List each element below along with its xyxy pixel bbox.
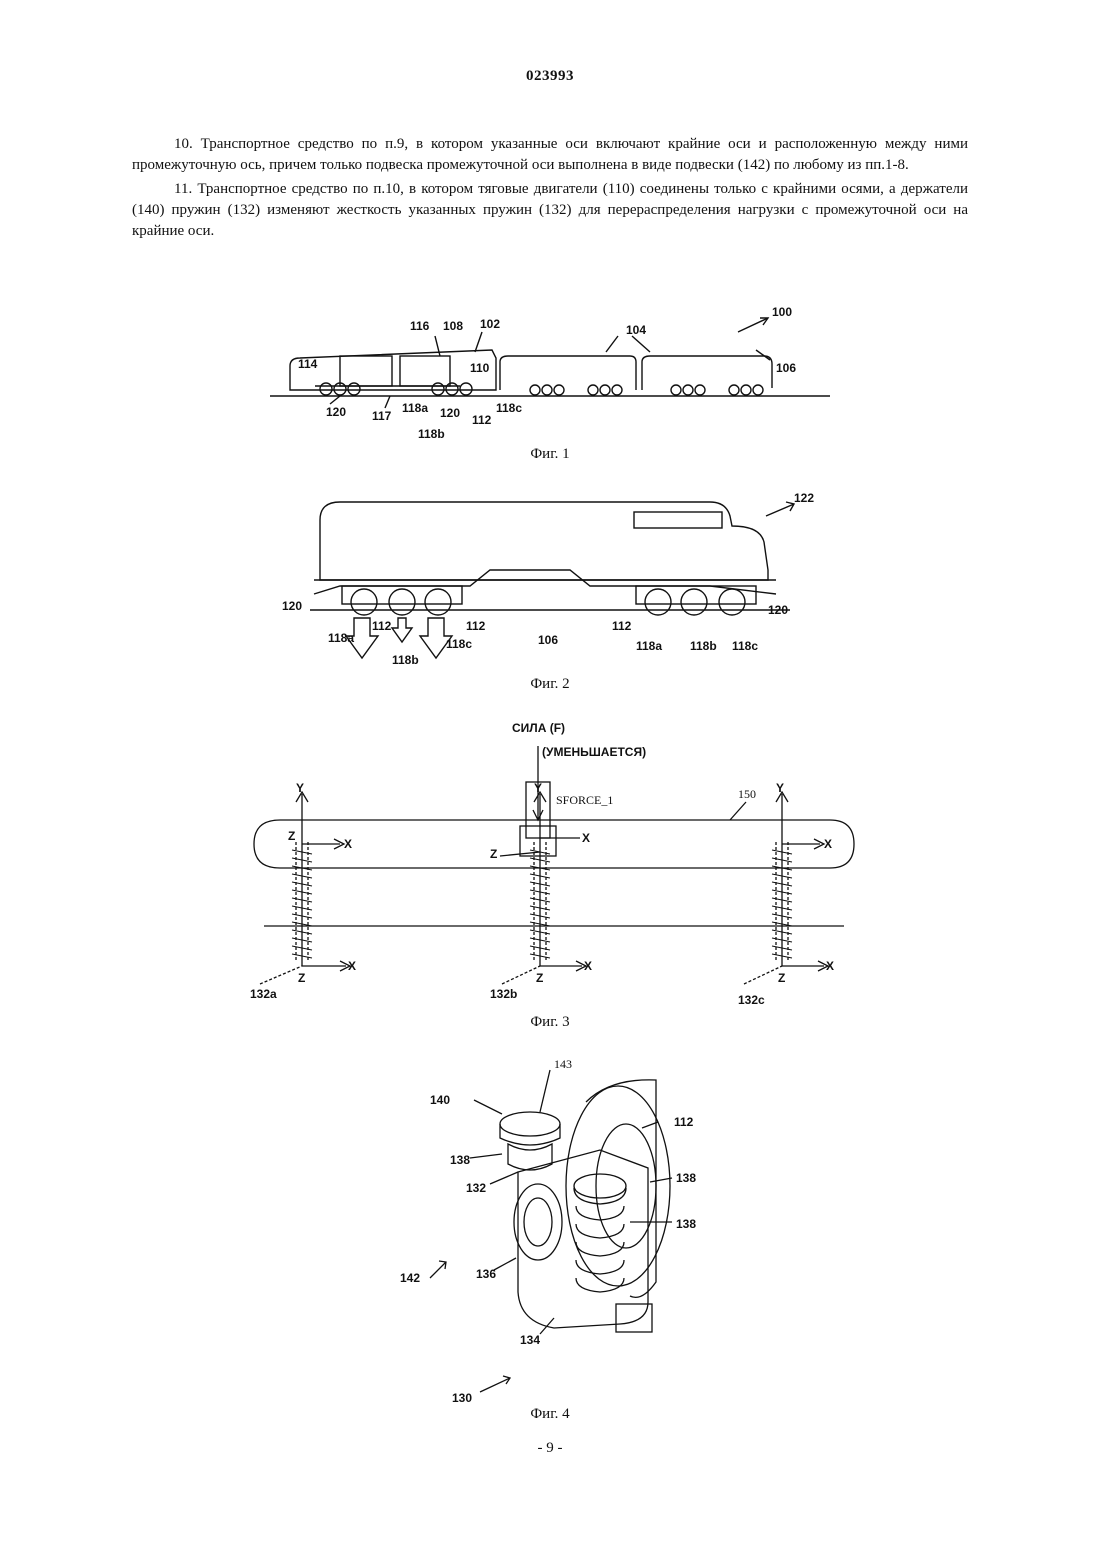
fig1-label-110: 110 [470, 361, 490, 375]
fig4-label-136: 136 [476, 1267, 496, 1281]
fig3-axis-x-bottom-left: X [348, 959, 356, 973]
figure-4-drawing: 143 140 112 138 138 138 132 142 136 134 … [390, 1052, 730, 1412]
fig2-label-122: 122 [794, 491, 814, 505]
fig3-sforce-label: SFORCE_1 [556, 793, 613, 807]
fig4-label-140: 140 [430, 1093, 450, 1107]
fig1-label-100: 100 [772, 305, 792, 319]
claims-text: 10. Транспортное средство по п.9, в кото… [132, 134, 968, 245]
fig3-axis-z-bottom-mid: Z [536, 971, 543, 985]
fig3-axis-x-bottom-right: X [826, 959, 834, 973]
fig1-label-102: 102 [480, 317, 500, 331]
fig3-axis-x-mid: X [582, 831, 590, 845]
fig4-label-132: 132 [466, 1181, 486, 1195]
figure-3-drawing: СИЛА (F) (УМЕНЬШАЕТСЯ) SFORCE_1 150 Y X … [240, 716, 860, 1006]
spring-coils [292, 850, 792, 958]
fig3-label-132b: 132b [490, 987, 517, 1001]
figure-2: 122 120 120 112 112 112 118a 118b 118c 1… [270, 486, 830, 676]
fig4-label-112: 112 [674, 1115, 694, 1129]
fig1-label-118a: 118a [402, 401, 428, 415]
document-number: 023993 [0, 68, 1100, 85]
fig3-label-132a: 132a [250, 987, 277, 1001]
fig3-axis-y-left: Y [296, 781, 304, 795]
fig3-label-150: 150 [738, 787, 756, 801]
fig2-label-120-right: 120 [768, 603, 788, 617]
figure-2-caption: Фиг. 2 [0, 676, 1100, 693]
fig3-axis-y-right: Y [776, 781, 784, 795]
fig3-axis-x-bottom-mid: X [584, 959, 592, 973]
fig3-axis-x-right: X [824, 837, 832, 851]
figure-1: 100 116 108 102 104 114 110 106 120 117 … [260, 300, 840, 450]
fig4-label-134: 134 [520, 1333, 540, 1347]
page-number: - 9 - [0, 1440, 1100, 1457]
claim-11: 11. Транспортное средство по п.10, в кот… [132, 179, 968, 242]
fig2-label-118b-left: 118b [392, 653, 419, 667]
claim-10: 10. Транспортное средство по п.9, в кото… [132, 134, 968, 176]
fig2-label-120-left: 120 [282, 599, 302, 613]
fig1-label-120b: 120 [440, 406, 460, 420]
fig3-axis-z-mid: Z [490, 847, 497, 861]
fig2-label-118c-left: 118c [446, 637, 472, 651]
fig2-label-112-left: 112 [372, 619, 392, 633]
fig4-label-130: 130 [452, 1391, 472, 1405]
figure-4: 143 140 112 138 138 138 132 142 136 134 … [390, 1052, 730, 1412]
fig1-label-120: 120 [326, 405, 346, 419]
fig1-label-117: 117 [372, 409, 392, 423]
figure-3: СИЛА (F) (УМЕНЬШАЕТСЯ) SFORCE_1 150 Y X … [240, 716, 860, 1006]
fig1-label-116: 116 [410, 319, 430, 333]
fig3-axis-z-bottom-left: Z [298, 971, 305, 985]
figure-1-drawing: 100 116 108 102 104 114 110 106 120 117 … [260, 300, 840, 450]
fig4-label-143: 143 [554, 1057, 572, 1071]
fig2-label-118a-left: 118a [328, 631, 354, 645]
figure-2-drawing: 122 120 120 112 112 112 118a 118b 118c 1… [270, 486, 830, 676]
fig2-label-112-mid: 112 [466, 619, 486, 633]
fig2-label-112-right: 112 [612, 619, 632, 633]
figure-4-caption: Фиг. 4 [0, 1406, 1100, 1423]
fig3-axis-z-bottom-right: Z [778, 971, 785, 985]
fig2-label-118c-right: 118c [732, 639, 758, 653]
fig2-label-118b-right: 118b [690, 639, 717, 653]
fig3-force-note: (УМЕНЬШАЕТСЯ) [542, 745, 646, 759]
fig4-label-138-upper-right: 138 [676, 1171, 696, 1185]
fig1-label-114: 114 [298, 357, 318, 371]
fig3-axis-z-left: Z [288, 829, 295, 843]
fig1-label-118c: 118c [496, 401, 522, 415]
fig3-axis-y-mid: Y [534, 781, 542, 795]
fig4-label-142: 142 [400, 1271, 420, 1285]
fig4-label-138-left: 138 [450, 1153, 470, 1167]
figure-3-caption: Фиг. 3 [0, 1014, 1100, 1031]
fig1-label-112: 112 [472, 413, 492, 427]
fig2-label-118a-right: 118a [636, 639, 662, 653]
fig4-label-138-lower-right: 138 [676, 1217, 696, 1231]
fig1-label-106: 106 [776, 361, 796, 375]
fig3-axis-x-left: X [344, 837, 352, 851]
fig3-label-132c: 132c [738, 993, 765, 1006]
fig1-label-108: 108 [443, 319, 463, 333]
figure-1-caption: Фиг. 1 [0, 446, 1100, 463]
fig1-label-118b: 118b [418, 427, 445, 441]
fig1-label-104: 104 [626, 323, 646, 337]
fig2-label-106: 106 [538, 633, 558, 647]
fig3-force-label: СИЛА (F) [512, 721, 565, 735]
